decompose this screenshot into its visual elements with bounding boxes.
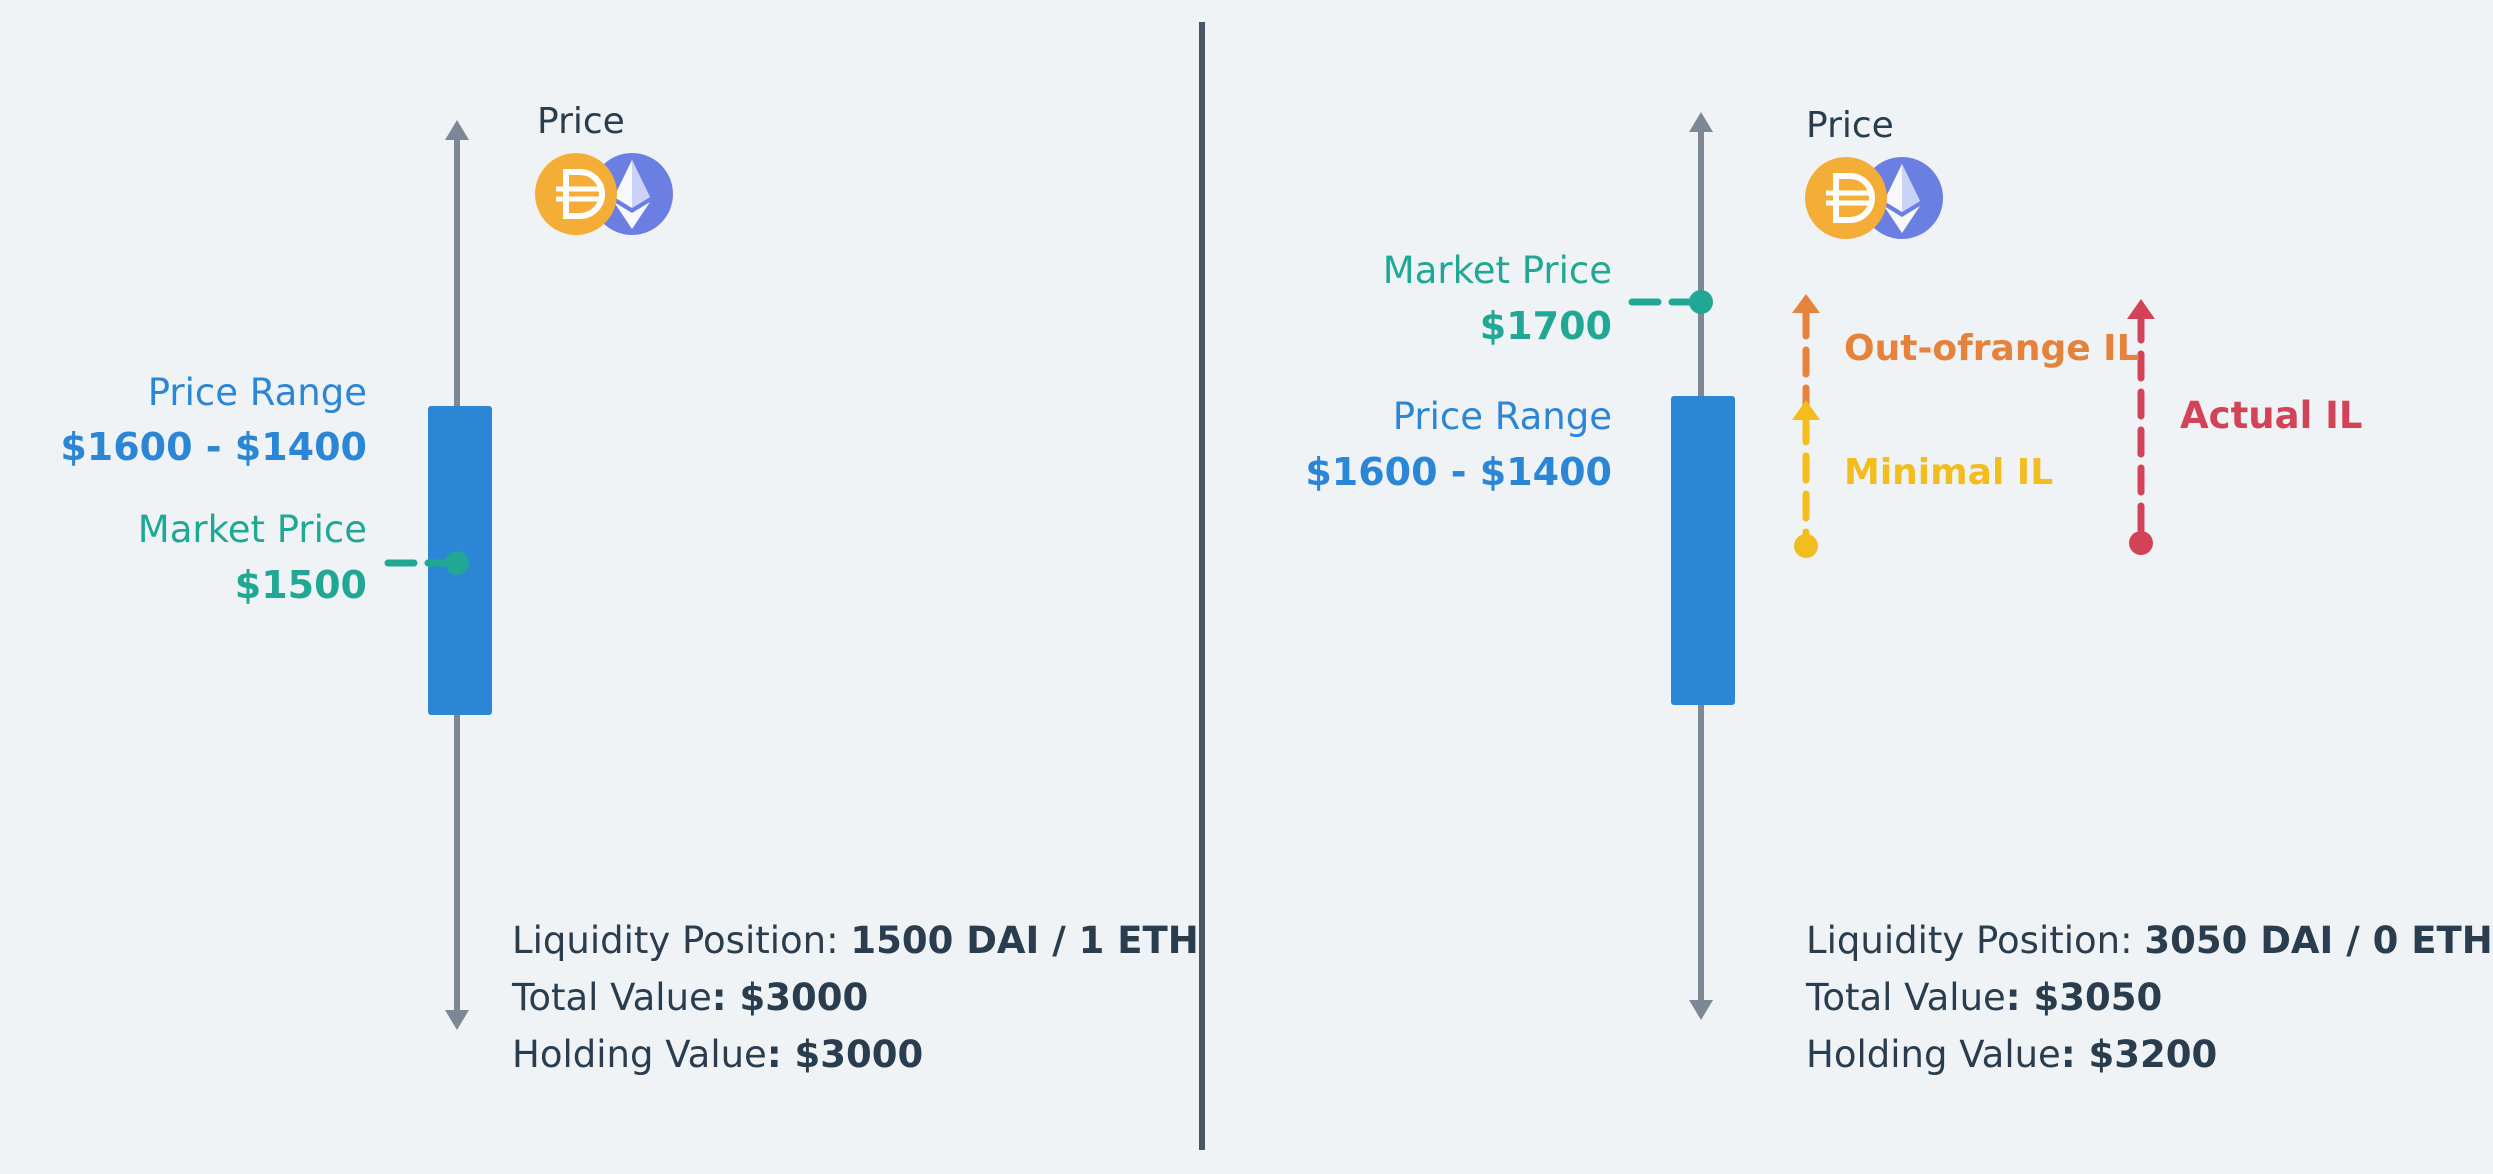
right-market-price-value: $1700 (1479, 304, 1612, 348)
left-holding-value: Holding Value: $3000 (512, 1036, 923, 1073)
right-position-label: Liquidity Position: (1806, 919, 2145, 962)
right-market-price-label: Market Price (1382, 249, 1612, 292)
left-total-label: Total Value (512, 976, 712, 1019)
right-price-range-value: $1600 - $1400 (1305, 450, 1612, 494)
right-price-range-label: Price Range (1392, 395, 1612, 438)
minimal-il-label: Minimal IL (1844, 452, 2054, 493)
right-price-label: Price (1806, 105, 1894, 146)
left-total-value: Total Value: $3000 (512, 979, 868, 1016)
right-total-label: Total Value (1806, 976, 2006, 1019)
left-total-amount: : $3000 (711, 976, 869, 1019)
out-of-range-il-arrow (1792, 294, 1820, 414)
right-total-value: Total Value: $3050 (1806, 979, 2162, 1016)
right-position-value: 3050 DAI / 0 ETH (2144, 919, 2493, 962)
actual-il-arrow (2127, 299, 2155, 555)
right-holding-value: Holding Value: $3200 (1806, 1036, 2217, 1073)
left-liquidity-position: Liquidity Position: 1500 DAI / 1 ETH (512, 922, 1199, 959)
left-dai-icon (535, 153, 617, 235)
out-of-range-il-label: Out-ofrange IL (1844, 328, 2140, 369)
left-market-price-label: Market Price (137, 508, 367, 551)
minimal-il-arrow (1792, 400, 1820, 558)
left-market-price-value: $1500 (234, 563, 367, 607)
right-price-range-bar (1671, 396, 1735, 705)
right-total-amount: : $3050 (2005, 976, 2163, 1019)
left-price-range-value: $1600 - $1400 (60, 425, 367, 469)
left-position-value: 1500 DAI / 1 ETH (850, 919, 1199, 962)
right-holding-label: Holding Value (1806, 1033, 2061, 1076)
left-price-range-label: Price Range (147, 371, 367, 414)
left-position-label: Liquidity Position: (512, 919, 851, 962)
right-dai-icon (1805, 157, 1887, 239)
right-holding-amount: : $3200 (2060, 1033, 2218, 1076)
left-holding-amount: : $3000 (766, 1033, 924, 1076)
right-liquidity-position: Liquidity Position: 3050 DAI / 0 ETH (1806, 922, 2493, 959)
left-holding-label: Holding Value (512, 1033, 767, 1076)
actual-il-label: Actual IL (2180, 394, 2363, 437)
left-price-label: Price (537, 101, 625, 142)
right-market-price-marker (1628, 290, 1713, 314)
left-market-price-marker (384, 551, 469, 575)
